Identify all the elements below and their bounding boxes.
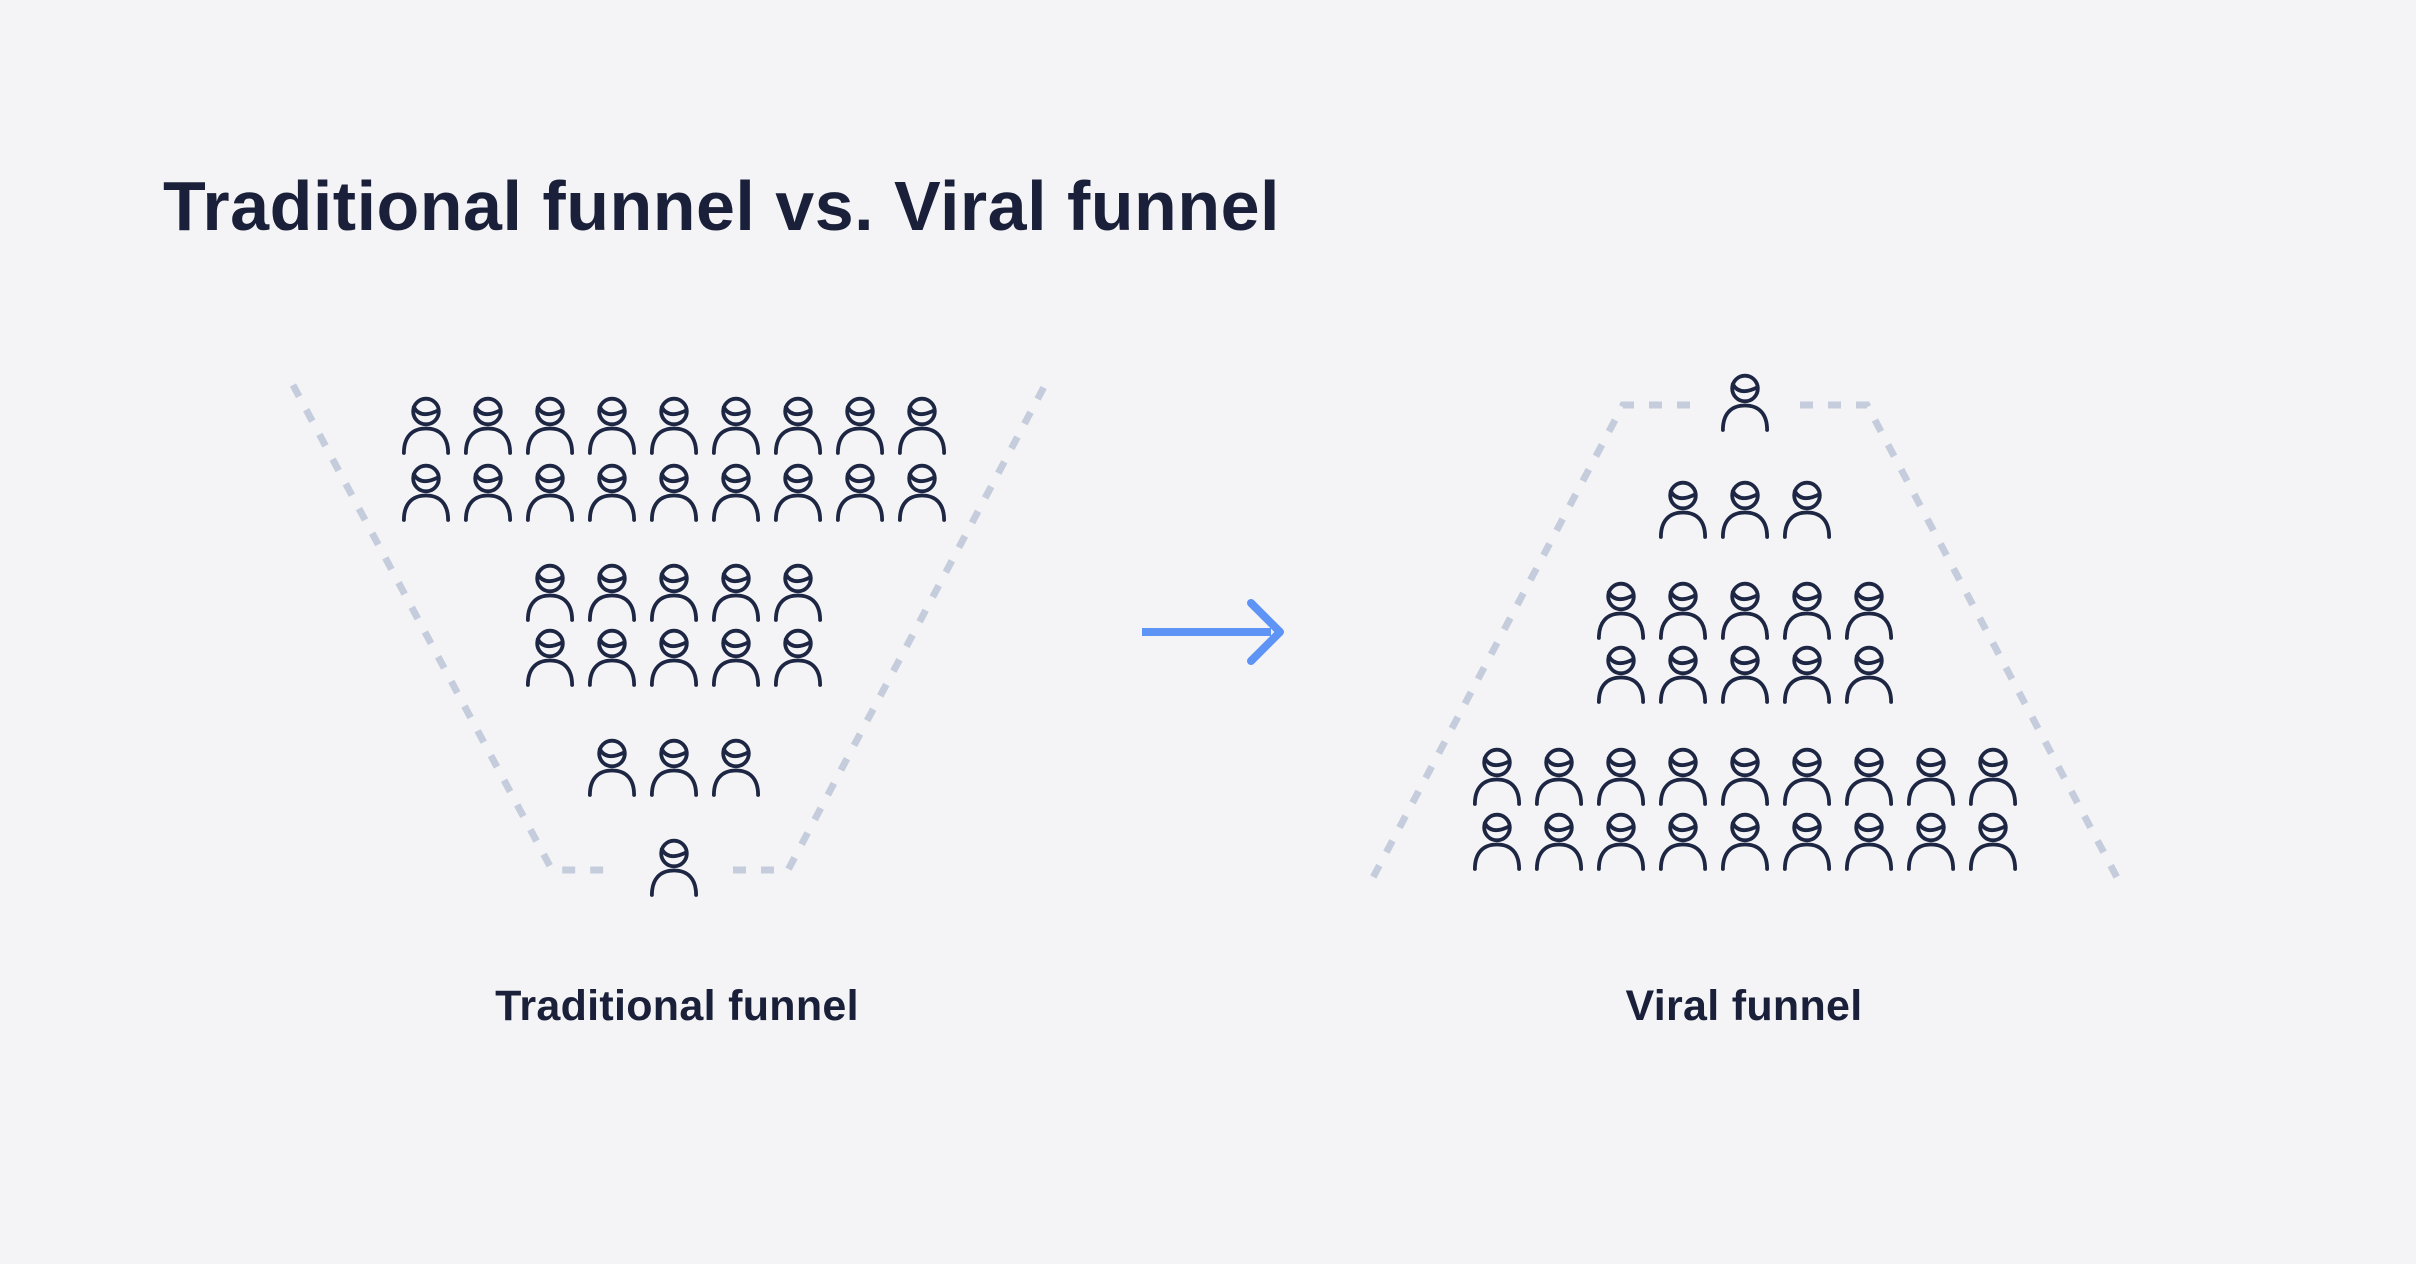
person-icon bbox=[1783, 581, 1831, 640]
traditional-funnel-diagram bbox=[289, 383, 1049, 897]
traditional-funnel-label: Traditional funnel bbox=[495, 982, 859, 1030]
person-icon bbox=[1721, 480, 1769, 539]
person-icon bbox=[774, 396, 822, 455]
person-icon bbox=[1845, 812, 1893, 871]
person-icon bbox=[774, 463, 822, 522]
person-icon bbox=[712, 738, 760, 797]
person-icon bbox=[1721, 373, 1769, 432]
arrow-head bbox=[1247, 599, 1284, 665]
person-icon bbox=[401, 396, 451, 455]
person-icon bbox=[650, 838, 698, 897]
person-icon bbox=[1969, 747, 2017, 806]
person-icon bbox=[1659, 645, 1707, 704]
person-icon bbox=[1845, 581, 1893, 640]
funnel-outline-dashed bbox=[1364, 401, 1690, 889]
person-icon bbox=[526, 463, 574, 522]
person-icon bbox=[1473, 812, 1521, 871]
person-icon bbox=[774, 628, 822, 687]
page-title: Traditional funnel vs. Viral funnel bbox=[163, 167, 1280, 245]
person-icon bbox=[1907, 747, 1955, 806]
person-icon bbox=[526, 396, 574, 455]
person-icon bbox=[526, 628, 574, 687]
person-icon bbox=[836, 396, 884, 455]
person-icon bbox=[588, 463, 636, 522]
person-icon bbox=[1907, 812, 1955, 871]
viral-funnel-diagram bbox=[1364, 373, 2126, 889]
person-icon bbox=[712, 563, 760, 622]
person-icon bbox=[1783, 645, 1831, 704]
person-icon bbox=[1783, 747, 1831, 806]
person-icon bbox=[588, 628, 636, 687]
person-icon bbox=[588, 563, 636, 622]
person-icon bbox=[463, 463, 513, 522]
person-icon bbox=[1535, 812, 1583, 871]
person-icon bbox=[650, 628, 698, 687]
person-icon bbox=[898, 463, 946, 522]
person-icon bbox=[1473, 747, 1521, 806]
person-icon bbox=[774, 563, 822, 622]
person-icon bbox=[588, 738, 636, 797]
person-icon bbox=[1845, 645, 1893, 704]
person-icon bbox=[1721, 812, 1769, 871]
person-icon bbox=[650, 563, 698, 622]
funnel-outline-dashed bbox=[1800, 401, 2126, 889]
person-icon bbox=[1783, 812, 1831, 871]
person-icon bbox=[898, 396, 946, 455]
person-icon bbox=[650, 738, 698, 797]
person-icon bbox=[650, 396, 698, 455]
person-icon bbox=[1597, 812, 1645, 871]
person-icon bbox=[463, 396, 513, 455]
person-icon bbox=[1597, 581, 1645, 640]
person-icon bbox=[401, 463, 451, 522]
person-icon bbox=[1597, 747, 1645, 806]
person-icon bbox=[712, 396, 760, 455]
person-icon bbox=[1783, 480, 1831, 539]
person-icon bbox=[1969, 812, 2017, 871]
person-icon bbox=[526, 563, 574, 622]
person-icon bbox=[836, 463, 884, 522]
person-icon bbox=[1721, 645, 1769, 704]
right-arrow-icon bbox=[1142, 599, 1284, 665]
person-icon bbox=[650, 463, 698, 522]
viral-funnel-label: Viral funnel bbox=[1625, 982, 1863, 1030]
person-icon bbox=[1721, 747, 1769, 806]
funnel-outline-dashed bbox=[289, 383, 617, 874]
person-icon bbox=[1845, 747, 1893, 806]
person-icon bbox=[1597, 645, 1645, 704]
person-icon bbox=[1659, 581, 1707, 640]
person-icon bbox=[1659, 480, 1707, 539]
person-icon bbox=[1721, 581, 1769, 640]
person-icon bbox=[712, 628, 760, 687]
funnel-outline-dashed bbox=[733, 383, 1049, 874]
person-icon bbox=[1535, 747, 1583, 806]
person-icon bbox=[712, 463, 760, 522]
person-icon bbox=[1659, 812, 1707, 871]
person-icon bbox=[588, 396, 636, 455]
person-icon bbox=[1659, 747, 1707, 806]
